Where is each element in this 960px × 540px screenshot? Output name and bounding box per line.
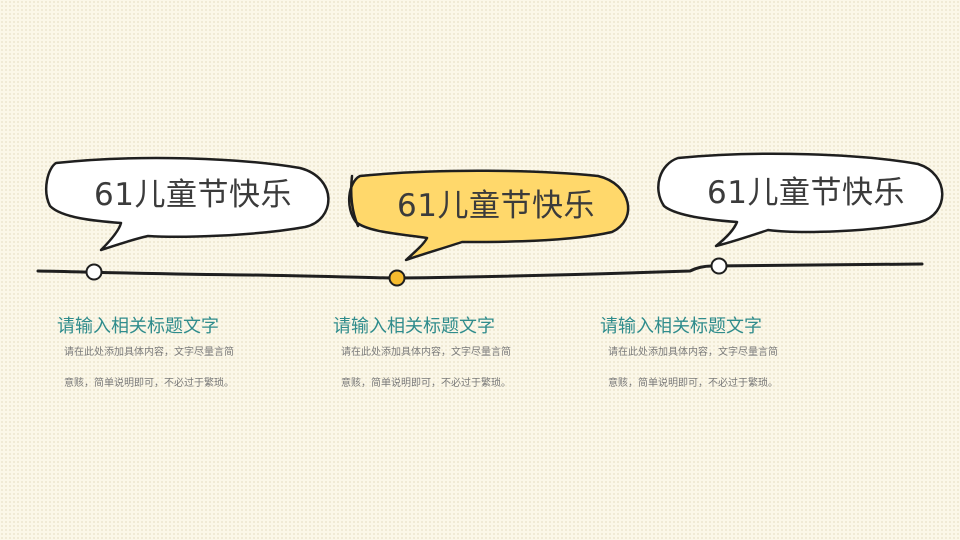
- timeline-line: [36, 262, 924, 280]
- speech-bubble-2: [348, 169, 630, 262]
- milestone-body-3-line2: 意赅，简单说明即可，不必过于繁琐。: [608, 378, 778, 389]
- milestone-body-2-line2: 意赅，简单说明即可，不必过于繁琐。: [341, 378, 511, 389]
- milestone-body-1-line1: 请在此处添加具体内容，文字尽量言简: [64, 347, 234, 358]
- speech-bubble-2-inner-edge: [350, 174, 360, 228]
- timeline-dot-1: [85, 263, 103, 281]
- timeline-dot-3: [710, 257, 728, 275]
- milestone-body-2: 请在此处添加具体内容，文字尽量言简 意赅，简单说明即可，不必过于繁琐。: [341, 337, 541, 399]
- milestone-title-2: 请输入相关标题文字: [333, 316, 495, 337]
- speech-bubble-3: [657, 152, 944, 248]
- milestone-title-1: 请输入相关标题文字: [57, 316, 219, 337]
- speech-bubble-1: [45, 156, 330, 252]
- milestone-body-2-line1: 请在此处添加具体内容，文字尽量言简: [341, 347, 511, 358]
- milestone-body-3: 请在此处添加具体内容，文字尽量言简 意赅，简单说明即可，不必过于繁琐。: [608, 337, 808, 399]
- milestone-body-1-line2: 意赅，简单说明即可，不必过于繁琐。: [64, 378, 234, 389]
- timeline-dot-2: [388, 269, 406, 287]
- milestone-title-3: 请输入相关标题文字: [600, 316, 762, 337]
- bubble-text-3: 61儿童节快乐: [707, 175, 905, 211]
- milestone-body-3-line1: 请在此处添加具体内容，文字尽量言简: [608, 347, 778, 358]
- bubble-text-2: 61儿童节快乐: [397, 188, 595, 224]
- bubble-text-1: 61儿童节快乐: [94, 177, 292, 213]
- milestone-body-1: 请在此处添加具体内容，文字尽量言简 意赅，简单说明即可，不必过于繁琐。: [64, 337, 264, 399]
